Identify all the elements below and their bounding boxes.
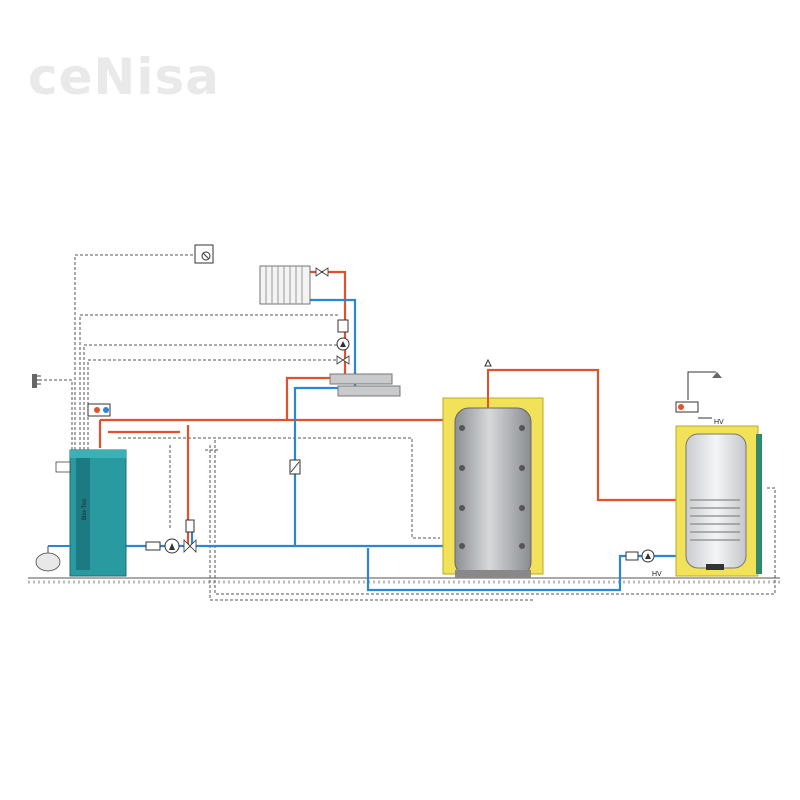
hv-top-label: HV [714,419,724,426]
expansion-vessel-icon [35,545,70,572]
control-wires [40,254,776,601]
watermark: ceNisa [28,48,221,106]
radiator-icon [259,265,311,305]
outdoor-sensor-icon [32,374,41,388]
dhw-tank [675,425,762,577]
boiler-pump-group [145,519,197,554]
boiler-brand: Bio-Tec [82,498,88,520]
heating-circuit-group [329,319,401,397]
dhw-pump-group [625,549,655,563]
flow-meter-icon [289,459,301,475]
valve-icon [315,267,329,277]
air-vent-icon [484,358,492,408]
safety-valve-group [87,403,111,417]
shower-icon [687,371,722,400]
ground-line [28,577,780,584]
dhw-mixing-valve [675,401,712,419]
hv-bottom-label: HV [652,571,662,578]
thermostat-icon [194,244,214,264]
buffer-tank [442,397,544,578]
boiler: Bio-Tec [55,449,127,577]
supply-pipes [98,270,690,548]
